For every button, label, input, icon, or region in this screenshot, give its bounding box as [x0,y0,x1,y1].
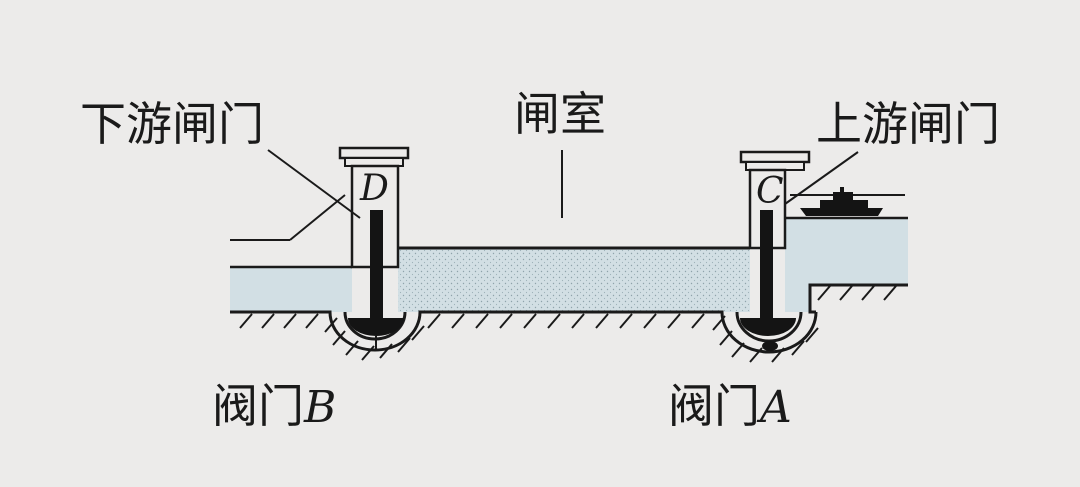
downstream-gate [338,146,410,350]
label-valve-a-text: 阀门 [668,379,760,433]
downstream-upper-slope [289,194,346,241]
upstream-gate-leader [784,151,859,205]
label-valve-b: 阀门B [212,379,336,433]
ground-hatching [239,285,897,363]
chamber-water [398,248,750,312]
ship-icon [800,187,883,216]
label-point-d: D [359,168,389,209]
label-lock-chamber: 闸室 [514,87,606,141]
downstream-water [230,267,352,312]
label-valve-a: 阀门A [668,379,792,433]
label-valve-b-letter: B [303,382,336,433]
upstream-gate [739,150,811,351]
label-upstream-gate: 上游闸门 [816,97,1000,151]
downstream-gate-leader [267,149,361,219]
label-valve-a-letter: A [756,382,792,433]
label-valve-b-text: 阀门 [212,379,304,433]
upstream-water [785,218,908,312]
label-point-c: C [756,171,784,212]
label-downstream-gate: 下游闸门 [80,97,264,151]
